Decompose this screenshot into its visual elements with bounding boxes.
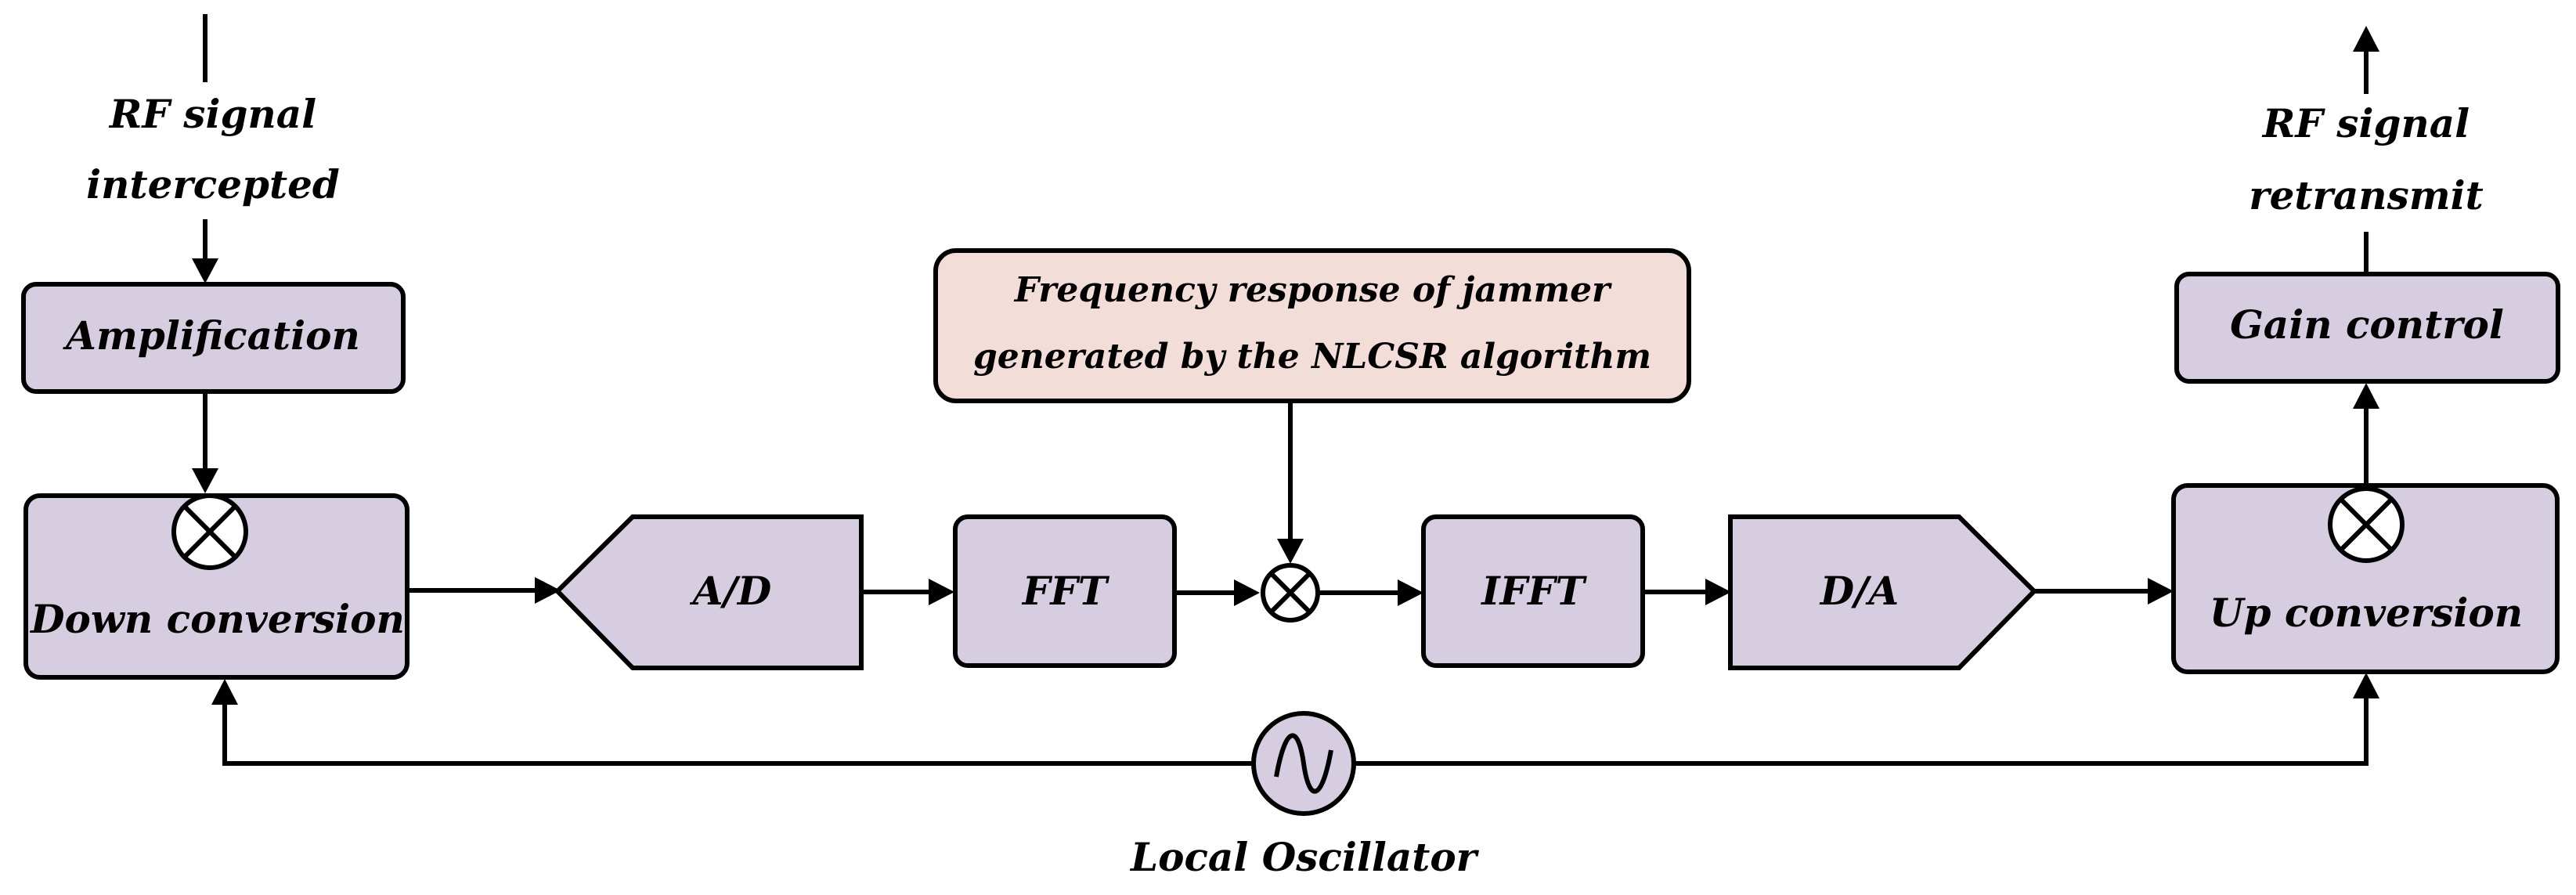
rf-input-label-2: intercepted — [86, 161, 340, 208]
down-conversion-label: Down conversion — [29, 596, 405, 642]
arrowhead — [1398, 579, 1423, 606]
arrowhead — [2148, 578, 2174, 604]
amplification-label: Amplification — [63, 312, 360, 359]
oscillator-to-up-path — [1355, 697, 2369, 766]
arrowhead — [929, 579, 954, 605]
arrowhead — [211, 679, 238, 705]
da-label: D/A — [1819, 568, 1899, 614]
up-conversion-label: Up conversion — [2210, 590, 2523, 636]
arrowhead — [1277, 539, 1304, 564]
oscillator-to-down-path — [222, 703, 1253, 766]
arrowhead — [2353, 26, 2379, 52]
arrowhead — [535, 577, 561, 604]
fft-label: FFT — [1021, 568, 1110, 614]
oscillator-icon — [1251, 711, 1356, 816]
ifft-label: IFFT — [1480, 568, 1587, 614]
gain-control-label: Gain control — [2230, 301, 2504, 348]
da-converter-block — [1728, 514, 2038, 670]
ad-label: A/D — [690, 568, 771, 614]
arrowhead — [192, 258, 218, 283]
mixer-icon — [2328, 486, 2405, 563]
amplification-block — [21, 282, 406, 394]
multiplier-icon — [1261, 563, 1320, 623]
arrowhead — [1234, 579, 1260, 606]
arrowhead — [1705, 579, 1731, 605]
frequency-response-box — [933, 248, 1691, 403]
arrowhead — [192, 468, 218, 493]
mixer-icon — [171, 493, 248, 570]
rf-input-label-1: RF signal — [108, 91, 316, 137]
rf-output-label-1: RF signal — [2261, 100, 2470, 146]
arrowhead — [2353, 673, 2379, 698]
frequency-response-label-1: Frequency response of jammer — [1013, 270, 1612, 310]
arrowhead — [2353, 383, 2379, 409]
frequency-response-label-2: generated by the NLCSR algorithm — [973, 337, 1651, 377]
local-oscillator-label: Local Oscillator — [1129, 834, 1480, 880]
rf-output-label-2: retransmit — [2249, 172, 2484, 218]
